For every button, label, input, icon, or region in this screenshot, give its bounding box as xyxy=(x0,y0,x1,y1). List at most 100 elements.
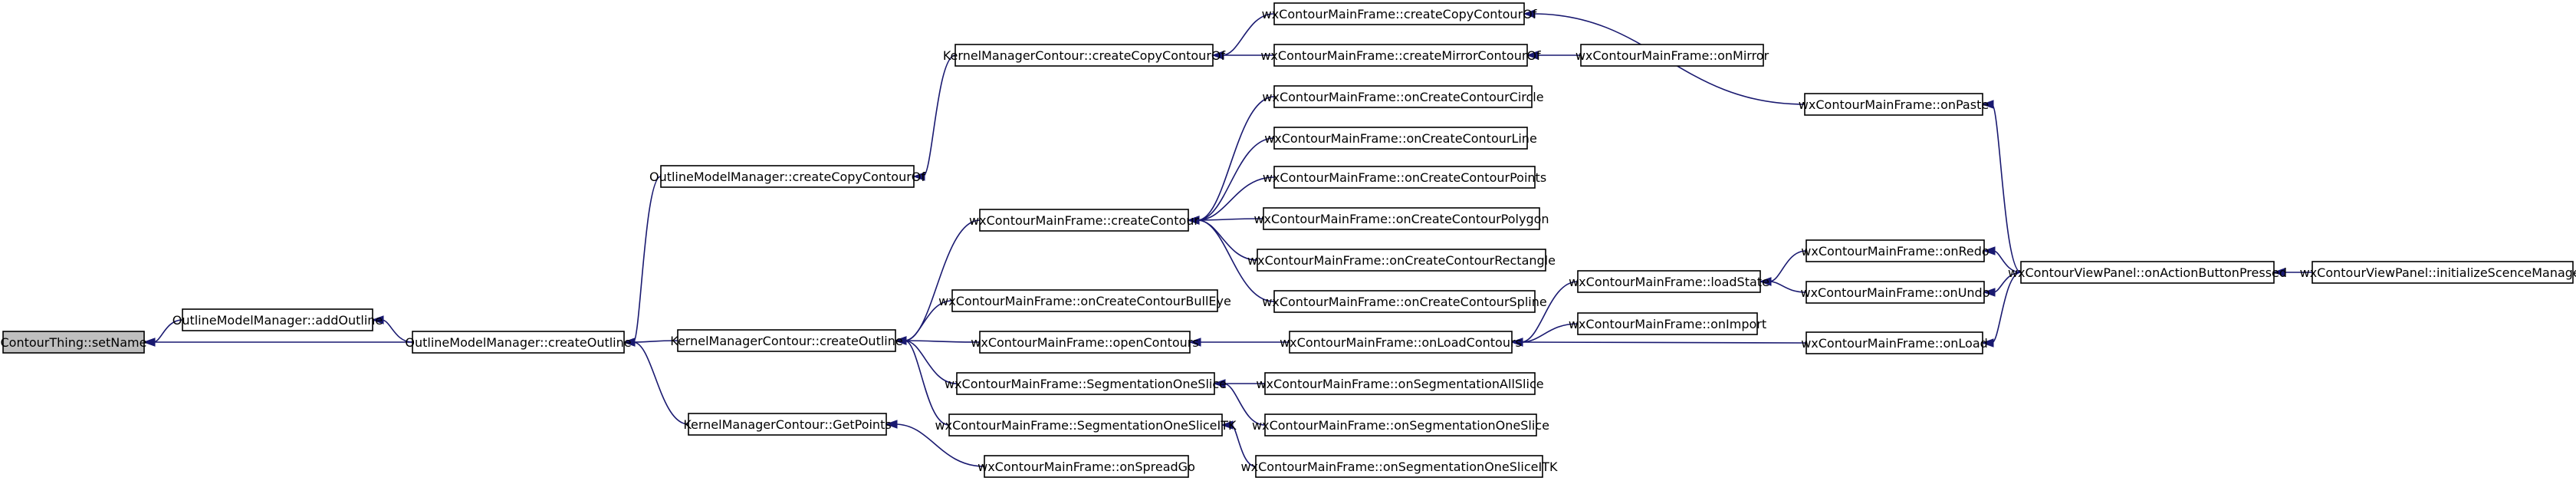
edge-createContour-to-createOutlineKMC xyxy=(904,219,981,341)
edge-onCircle-to-createContour xyxy=(1197,96,1275,221)
node-onBullEye[interactable]: wxContourMainFrame::onCreateContourBullE… xyxy=(938,289,1231,312)
edge-onActionButton-to-onLoad xyxy=(1991,272,2022,344)
node-label: KernelManagerContour::createCopyContourO… xyxy=(943,48,1226,63)
node-createCopyKMC[interactable]: KernelManagerContour::createCopyContourO… xyxy=(943,44,1226,67)
node-label: wxContourMainFrame::onSpreadGo xyxy=(978,460,1195,474)
node-box xyxy=(1289,331,1513,354)
node-label: wxContourMainFrame::createContour xyxy=(969,213,1199,228)
node-label: wxContourMainFrame::onLoad xyxy=(1801,336,1988,351)
node-label: wxContourMainFrame::loadState xyxy=(1569,275,1769,289)
node-box xyxy=(984,455,1189,478)
node-segOneSliceITK[interactable]: wxContourMainFrame::SegmentationOneSlice… xyxy=(935,413,1237,437)
node-addOutline[interactable]: OutlineModelManager::addOutline xyxy=(172,308,383,331)
node-box xyxy=(1806,239,1985,262)
node-label: wxContourMainFrame::onCreateContourBullE… xyxy=(938,294,1231,308)
edge-arrowhead xyxy=(1983,246,1996,255)
node-onPaste[interactable]: wxContourMainFrame::onPaste xyxy=(1799,93,1989,116)
node-box xyxy=(688,413,887,436)
node-label: wxContourViewPanel::initializeScenceMana… xyxy=(2300,265,2576,280)
node-box xyxy=(956,372,1215,395)
node-label: wxContourMainFrame::onRedo xyxy=(1801,244,1989,259)
node-box xyxy=(1806,331,1983,354)
node-initScene[interactable]: wxContourViewPanel::initializeScenceMana… xyxy=(2300,261,2576,284)
node-onCircle[interactable]: wxContourMainFrame::onCreateContourCircl… xyxy=(1262,85,1544,108)
edge-arrowhead xyxy=(912,172,925,181)
node-box xyxy=(1273,290,1536,313)
node-onUndo[interactable]: wxContourMainFrame::onUndo xyxy=(1801,281,1990,304)
edge-onUndo-to-loadState xyxy=(1769,281,1807,293)
edge-onSpline-to-createContour xyxy=(1197,219,1275,302)
node-box xyxy=(182,308,373,331)
edge-arrowhead xyxy=(623,338,636,347)
edge-arrowhead xyxy=(1981,338,1994,348)
node-label: wxContourMainFrame::onCreateContourPolyg… xyxy=(1254,212,1549,226)
node-box xyxy=(660,165,915,188)
node-frameCreateMirror[interactable]: wxContourMainFrame::createMirrorContourO… xyxy=(1260,44,1541,67)
node-frameCreateCopy[interactable]: wxContourMainFrame::createCopyContourOf xyxy=(1262,2,1537,25)
node-label: wxContourMainFrame::onUndo xyxy=(1801,285,1990,300)
node-onMirror[interactable]: wxContourMainFrame::onMirror xyxy=(1576,44,1769,67)
edge-onLoad-to-onLoadContours xyxy=(1520,341,1807,344)
node-createCopyOMM[interactable]: OutlineModelManager::createCopyContourOf xyxy=(649,165,925,188)
node-getPoints[interactable]: KernelManagerContour::GetPoints xyxy=(683,413,892,436)
node-onPoints[interactable]: wxContourMainFrame::onCreateContourPoint… xyxy=(1263,166,1546,189)
node-box xyxy=(1264,413,1537,437)
edge-segOneSlice-to-createOutlineKMC xyxy=(904,340,958,384)
node-label: wxContourMainFrame::onCreateContourCircl… xyxy=(1262,90,1543,104)
edge-onRedo-to-loadState xyxy=(1769,250,1807,282)
node-onSegAll[interactable]: wxContourMainFrame::onSegmentationAllSli… xyxy=(1256,372,1544,395)
node-onImport[interactable]: wxContourMainFrame::onImport xyxy=(1569,312,1766,335)
node-box xyxy=(2020,261,2275,284)
edge-onPoints-to-createContour xyxy=(1197,176,1275,221)
node-onRedo[interactable]: wxContourMainFrame::onRedo xyxy=(1801,239,1990,262)
edge-arrowhead xyxy=(2272,268,2285,277)
node-onPolygon[interactable]: wxContourMainFrame::onCreateContourPolyg… xyxy=(1254,207,1549,230)
node-onLine[interactable]: wxContourMainFrame::onCreateContourLine xyxy=(1264,127,1537,150)
edge-arrowhead xyxy=(1221,420,1234,430)
edge-segOneSliceITK-to-createOutlineKMC xyxy=(904,340,950,426)
node-createOutlineOMM[interactable]: OutlineModelManager::createOutline xyxy=(405,331,632,354)
node-createOutlineKMC[interactable]: KernelManagerContour::createOutline xyxy=(670,329,903,352)
node-onSpreadGo[interactable]: wxContourMainFrame::onSpreadGo xyxy=(978,455,1195,478)
node-box xyxy=(1273,2,1525,25)
edge-createCopyKMC-to-createCopyOMM xyxy=(922,54,956,177)
node-box xyxy=(948,413,1223,437)
node-label: wxContourMainFrame::onCreateContourPoint… xyxy=(1263,170,1546,185)
node-onLoadContours[interactable]: wxContourMainFrame::onLoadContours xyxy=(1280,331,1522,354)
node-onLoad[interactable]: wxContourMainFrame::onLoad xyxy=(1801,331,1988,354)
node-label: wxContourMainFrame::createCopyContourOf xyxy=(1262,7,1537,21)
edge-arrowhead xyxy=(1983,288,1996,297)
node-box xyxy=(979,331,1191,354)
node-box xyxy=(1273,44,1528,67)
node-box xyxy=(1806,281,1985,304)
node-onSegOne[interactable]: wxContourMainFrame::onSegmentationOneSli… xyxy=(1252,413,1549,437)
node-createContour[interactable]: wxContourMainFrame::createContour xyxy=(969,209,1199,232)
node-label: wxContourMainFrame::createMirrorContourO… xyxy=(1260,48,1541,63)
node-box xyxy=(412,331,625,354)
node-box xyxy=(979,209,1189,232)
node-label: wxContourMainFrame::onCreateContourSplin… xyxy=(1262,295,1546,309)
node-onSpline[interactable]: wxContourMainFrame::onCreateContourSplin… xyxy=(1262,290,1547,313)
edge-createOutlineOMM-to-addOutline xyxy=(381,319,413,343)
node-label: wxContourMainFrame::onCreateContourLine xyxy=(1264,131,1537,146)
node-box xyxy=(1273,166,1536,189)
node-box xyxy=(2312,261,2574,284)
node-onRectangle[interactable]: wxContourMainFrame::onCreateContourRecta… xyxy=(1247,249,1556,272)
node-openContours[interactable]: wxContourMainFrame::openContours xyxy=(971,331,1199,354)
node-box xyxy=(1264,372,1536,395)
node-onSegOneITK[interactable]: wxContourMainFrame::onSegmentationOneSli… xyxy=(1241,455,1558,478)
node-label: wxContourMainFrame::SegmentationOneSlice xyxy=(945,377,1227,391)
node-loadState[interactable]: wxContourMainFrame::loadState xyxy=(1569,270,1769,293)
node-label: wxContourViewPanel::onActionButtonPresse… xyxy=(2008,265,2287,280)
node-box xyxy=(951,289,1218,312)
edge-arrowhead xyxy=(1510,338,1523,347)
node-box xyxy=(955,44,1214,67)
node-onActionButton[interactable]: wxContourViewPanel::onActionButtonPresse… xyxy=(2008,261,2287,284)
node-label: wxContourMainFrame::onMirror xyxy=(1576,48,1769,63)
node-box xyxy=(677,329,896,352)
node-box xyxy=(1580,44,1764,67)
edge-onLine-to-createContour xyxy=(1197,137,1275,221)
node-segOneSlice[interactable]: wxContourMainFrame::SegmentationOneSlice xyxy=(945,372,1227,395)
node-label: wxContourMainFrame::onSegmentationOneSli… xyxy=(1252,418,1549,433)
